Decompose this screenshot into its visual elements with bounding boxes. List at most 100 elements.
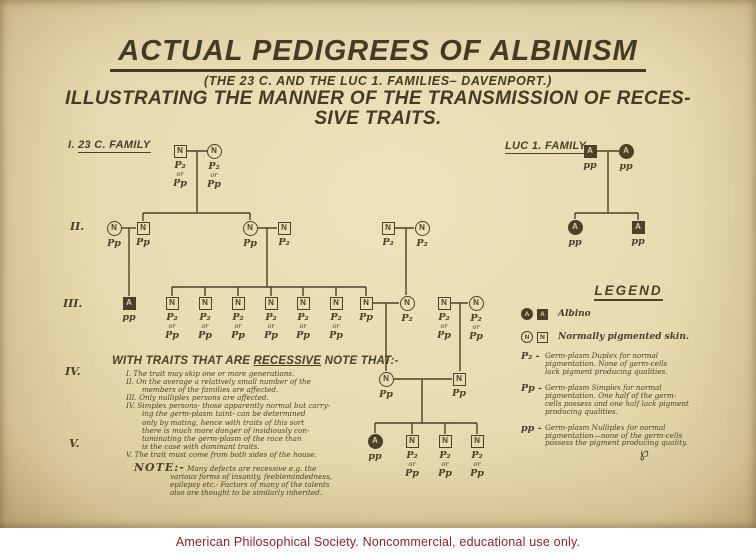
genotype-label: pp [368,450,382,462]
legend-entry-line: pigmentation. None of germ-cells [545,358,668,368]
generation-label-III: III. [63,297,83,310]
genotype-label: pp [122,311,136,323]
legend-entry-line: pigmentation—none of the germ-cells [545,430,683,440]
note-item-line: ing the germ-plasm taint- can be determi… [126,409,306,419]
pedigree-node-normal-square: N [359,296,373,310]
pedigree-node-normal-square: N [296,296,310,310]
pedigree-node-normal-circle: N [414,220,430,236]
pedigree-node-normal-square: N [173,144,187,158]
family-label-luc1: LUC 1. FAMILY [505,140,587,154]
pedigree-node-normal-circle: N [468,295,484,311]
legend-entry-line: Germ-plasm Duplex for normal [545,351,659,360]
page-heading2-line1: ILLUSTRATING THE MANNER OF THE TRANSMISS… [65,88,691,109]
genotype-label: pp [619,160,633,172]
pedigree-node-normal-square: N [470,434,484,448]
note-item-line: is the case with dominant traits. [126,441,260,451]
pedigree-node-normal-square: N [136,221,150,235]
note-item-line: IV. Simplex persons- those apparently no… [126,401,331,411]
credit-bar: American Philosophical Society. Noncomme… [0,528,756,555]
pedigree-node-normal-square: N [381,221,395,235]
pedigree-node-normal-square: N [405,434,419,448]
pedigree-node-normal-circle: N [242,220,258,236]
note-line: epilepsy etc.- Factors of many of the ta… [170,480,330,490]
note-item-line: there is much more danger of insidiously… [126,425,310,435]
pedigree-node-normal-square: N [437,296,451,310]
genotype-label: Pp [107,237,121,249]
genotype-label: pp [568,236,582,248]
pedigree-node-albino-square: A [122,296,136,310]
legend-entry-line: lack pigment producing qualities. [545,366,668,376]
genotype-label: pp [631,235,645,247]
pedigree-node-albino-circle: A [367,433,383,449]
pedigree-node-normal-square: N [277,221,291,235]
generation-label-IV: IV. [65,365,81,378]
genotype-label: P₂ [416,237,428,249]
pedigree-node-normal-circle: N [378,371,394,387]
legend-entry-line: Germ-plasm Nulliplex for normal [545,422,666,432]
note-item-line: only by mating, hence with traits of thi… [126,417,305,427]
page-heading2-line2: SIVE TRAITS. [314,108,442,129]
legend-symbol-square: A [537,308,548,320]
pedigree-node-normal-square: N [452,372,466,386]
genotype-label: P₂ [382,236,394,248]
family-name-luc1: LUC 1. FAMILY [505,140,587,154]
note-label: NOTE:- [134,461,185,475]
legend-row-label: Normally pigmented skin. [558,332,690,342]
pedigree-node-normal-square: N [329,296,343,310]
pedigree-node-albino-circle: A [567,219,583,235]
note-line: NOTE:- Many defects are recessive e.g. t… [134,461,317,475]
note-item-line: taminating the germ-plasm of the race th… [126,433,302,443]
family-label-23c: I. 23 C. FAMILY [68,139,151,153]
legend-entry-line: cells possess and one half lack pigment [545,398,689,408]
legend-symbol-square: N [537,331,548,343]
legend-symbol-circle: A [521,308,533,320]
note-item-line: V. The trait must come from both sides o… [126,449,317,459]
genotype-label: P₂ [278,236,290,248]
note-item-line: II. On the average a relatively small nu… [126,377,311,387]
notes-items: I. The trait may skip one or more genera… [112,369,372,459]
family-name-23c: 23 C. FAMILY [78,139,151,153]
legend-title: LEGEND [521,283,736,301]
legend-entry-line: producing qualities. [545,406,618,416]
legend-entry-line: pigmentation. One half of the germ- [545,390,677,400]
genotype-label: Pp [452,387,466,399]
note-line: various forms of insanity, feeblemindedn… [170,472,332,482]
monogram-mark: ℘ [637,444,650,462]
note-line: also are thought to be similarly inherit… [170,488,322,498]
pedigree-node-normal-circle: N [206,143,222,159]
pedigree-node-normal-square: N [165,296,179,310]
generation-label-I: I. [68,139,75,151]
page-subtitle: (THE 23 C. AND THE LUC 1. FAMILIES– DAVE… [204,74,552,88]
genotype-label: Pp [136,236,150,248]
genotype-label: Pp [243,237,257,249]
legend-row-label: Albino [558,309,591,319]
document-paper: ACTUAL PEDIGREES OF ALBINISM (THE 23 C. … [0,0,756,528]
pedigree-node-albino-square: A [631,220,645,234]
genotype-label: P₂ [401,312,413,324]
genotype-label: pp [583,159,597,171]
pedigree-node-normal-circle: N [399,295,415,311]
legend-entry-term: pp - [521,422,542,434]
pedigree-node-albino-square: A [583,144,597,158]
pedigree-node-albino-circle: A [618,143,634,159]
pedigree-connectors [122,150,639,434]
pedigree-node-normal-square: N [438,434,452,448]
